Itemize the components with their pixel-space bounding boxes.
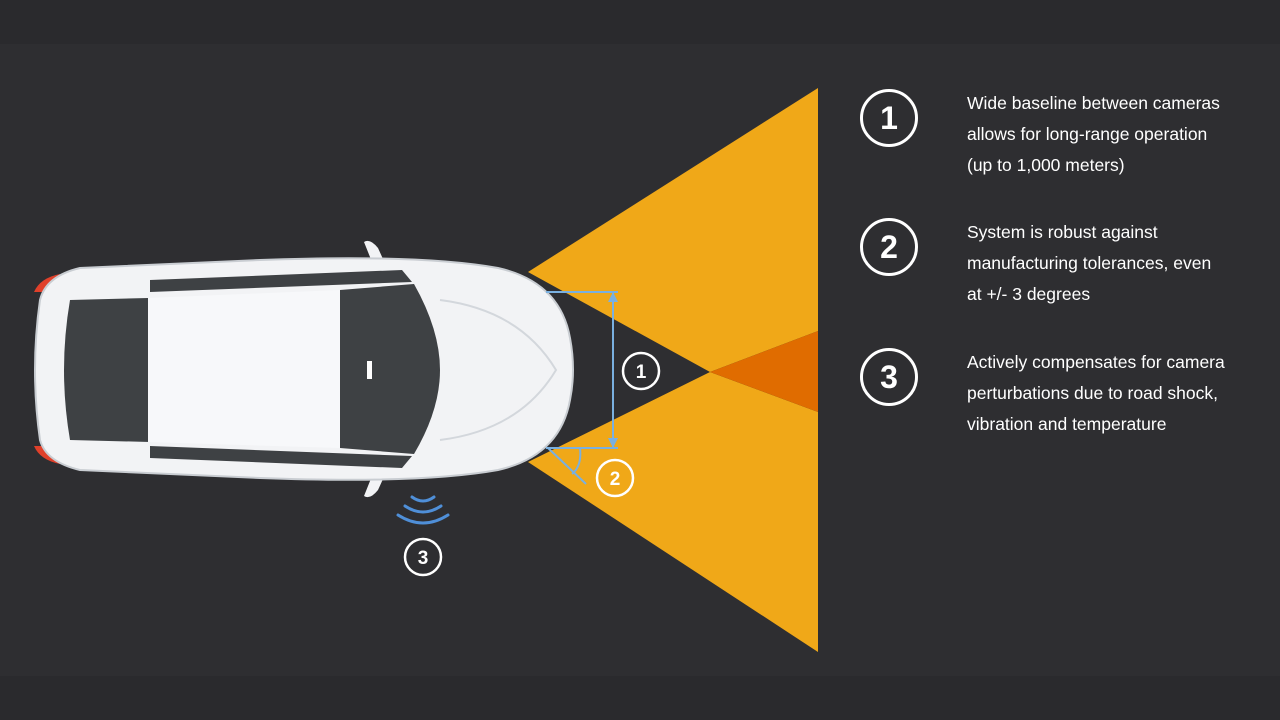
windshield (340, 284, 440, 454)
legend-text-3: Actively compensates for camera perturba… (967, 347, 1267, 440)
callout-3: 3 (403, 537, 443, 577)
camera-mount (367, 361, 372, 379)
hood-crease (439, 299, 558, 441)
roof (148, 290, 340, 448)
wave-outer (396, 513, 450, 525)
legend-1-line-2: allows for long-range operation (967, 124, 1208, 144)
left-side-windows (150, 270, 412, 292)
callout-2-label: 2 (610, 469, 621, 490)
legend-3-line-1: Actively compensates for camera (967, 352, 1225, 372)
legend-number-3: 3 (860, 348, 918, 406)
callout-2: 2 (595, 458, 635, 498)
angle-arc-icon (547, 447, 587, 485)
right-side-windows (150, 446, 412, 468)
angle-arc (571, 447, 582, 475)
callout-1: 1 (621, 351, 661, 391)
car-top-view-icon (34, 240, 574, 498)
baseline-measure (546, 291, 618, 449)
top-band (0, 0, 1280, 44)
callout-1-label: 1 (636, 362, 647, 383)
legend-3-line-2: perturbations due to road shock, (967, 383, 1218, 403)
legend-3-line-3: vibration and temperature (967, 414, 1167, 434)
bottom-band (0, 676, 1280, 720)
wave-middle (403, 504, 443, 514)
legend-2-line-1: System is robust against (967, 222, 1158, 242)
legend-1-line-3: (up to 1,000 meters) (967, 155, 1125, 175)
upper-camera-beam (528, 88, 818, 372)
beam-overlap-region (710, 331, 818, 412)
legend-item-1: 1 Wide baseline between cameras allows f… (860, 88, 1270, 188)
legend-1-line-1: Wide baseline between cameras (967, 93, 1220, 113)
rear-window (64, 298, 150, 442)
legend-item-3: 3 Actively compensates for camera pertur… (860, 347, 1270, 447)
legend-text-2: System is robust against manufacturing t… (967, 217, 1267, 310)
legend-number-2: 2 (860, 218, 918, 276)
baseline-arrow-top (608, 292, 618, 302)
legend-number-1: 1 (860, 89, 918, 147)
baseline-arrow-bottom (608, 438, 618, 448)
legend-item-2: 2 System is robust against manufacturing… (860, 217, 1270, 317)
wave-inner (410, 495, 436, 503)
vibration-waves-icon (396, 495, 450, 525)
legend-2-line-2: manufacturing tolerances, even (967, 253, 1212, 273)
legend-2-line-3: at +/- 3 degrees (967, 284, 1091, 304)
lower-camera-beam (528, 372, 818, 652)
legend-text-1: Wide baseline between cameras allows for… (967, 88, 1267, 181)
angle-reference-line (547, 447, 587, 485)
callout-3-label: 3 (418, 548, 429, 569)
